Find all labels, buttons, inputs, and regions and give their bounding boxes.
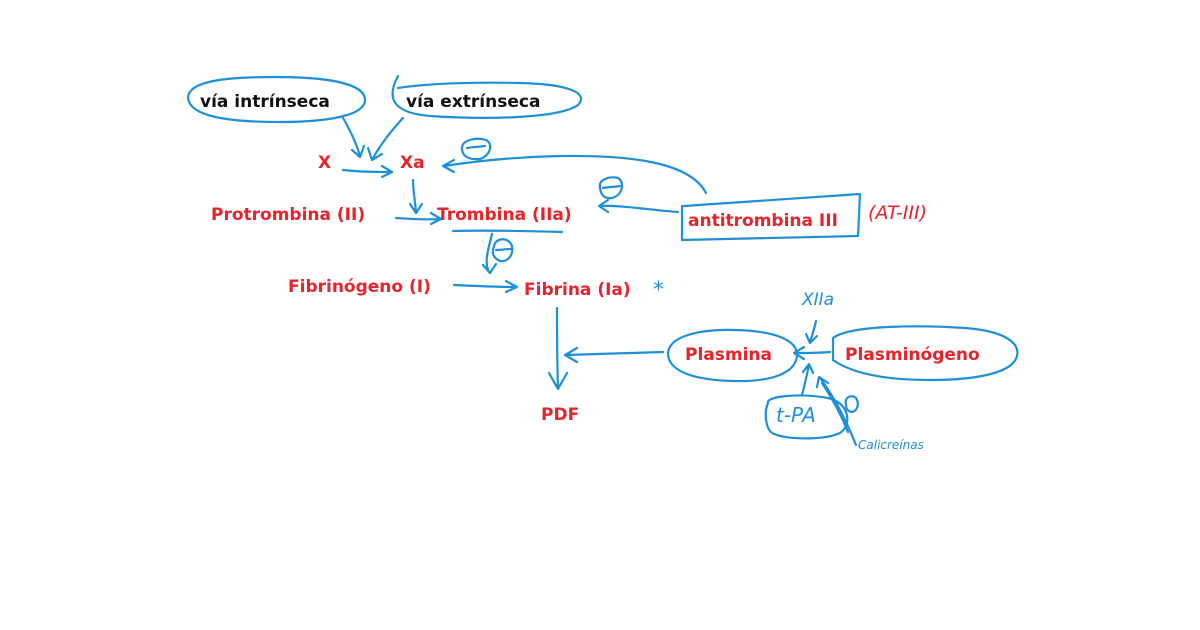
arrow-plasminogeno-to-plasmina bbox=[792, 345, 832, 361]
tpa-ellipse bbox=[764, 394, 849, 440]
protrombina-label: Protrombina (II) bbox=[211, 205, 366, 225]
via-intrinseca-label: vía intrínseca bbox=[200, 92, 330, 112]
arrow-trombina-to-fibrina bbox=[481, 232, 498, 275]
via-intrinseca-ellipse bbox=[186, 75, 367, 124]
arrow-tpa-to-plasmina bbox=[800, 362, 815, 397]
arrow-protrombina-to-trombina bbox=[394, 211, 443, 226]
arrow-calicreinas-to-plasmina bbox=[815, 375, 858, 447]
plasmina-label: Plasmina bbox=[685, 345, 772, 365]
plasminogeno-label: Plasminógeno bbox=[845, 345, 980, 365]
antitrombina-label: antitrombina III bbox=[688, 211, 838, 231]
arrow-plasmina-to-pdf bbox=[563, 346, 665, 364]
arrow-fibrinogeno-to-fibrina bbox=[452, 279, 519, 294]
antitrombina-box bbox=[680, 192, 862, 242]
inhibit-circle-calicreinas bbox=[844, 395, 859, 414]
plasminogeno-ellipse bbox=[831, 325, 1019, 382]
arrow-x-to-xa bbox=[341, 164, 394, 179]
factor-x-label: X bbox=[318, 153, 332, 173]
via-extrinseca-label: vía extrínseca bbox=[406, 92, 541, 112]
xiia-annotation: XIIa bbox=[802, 290, 835, 310]
arrow-fibrina-to-pdf bbox=[547, 306, 569, 391]
antitrombina-inhibit-xa bbox=[441, 154, 708, 195]
inhibit-circle-trombina bbox=[598, 176, 624, 200]
fibrina-label: Fibrina (Ia) bbox=[524, 280, 631, 300]
arrow-extrinseca-to-xa bbox=[366, 116, 405, 162]
inhibit-circle-fibrina bbox=[491, 238, 514, 263]
calicreinas-second-stroke bbox=[820, 381, 850, 434]
pdf-label: PDF bbox=[541, 405, 580, 425]
factor-xa-label: Xa bbox=[400, 153, 425, 173]
antitrombina-inhibit-trombina bbox=[597, 198, 680, 214]
at-iii-annotation: (AT-III) bbox=[868, 202, 928, 224]
tpa-annotation: t-PA bbox=[776, 403, 816, 427]
fibrina-asterisk: * bbox=[653, 278, 664, 303]
trombina-underline bbox=[451, 229, 564, 234]
calicreinas-annotation: Calicreínas bbox=[858, 438, 924, 452]
via-extrinseca-ellipse bbox=[391, 74, 582, 119]
inhibit-circle-xa bbox=[460, 137, 492, 161]
arrow-xa-to-trombina bbox=[408, 178, 424, 215]
fibrinogeno-label: Fibrinógeno (I) bbox=[288, 277, 431, 297]
arrow-intrinseca-to-xa bbox=[341, 116, 366, 159]
arrow-xiia-to-plasmina bbox=[804, 319, 819, 345]
trombina-label: Trombina (IIa) bbox=[437, 205, 572, 225]
